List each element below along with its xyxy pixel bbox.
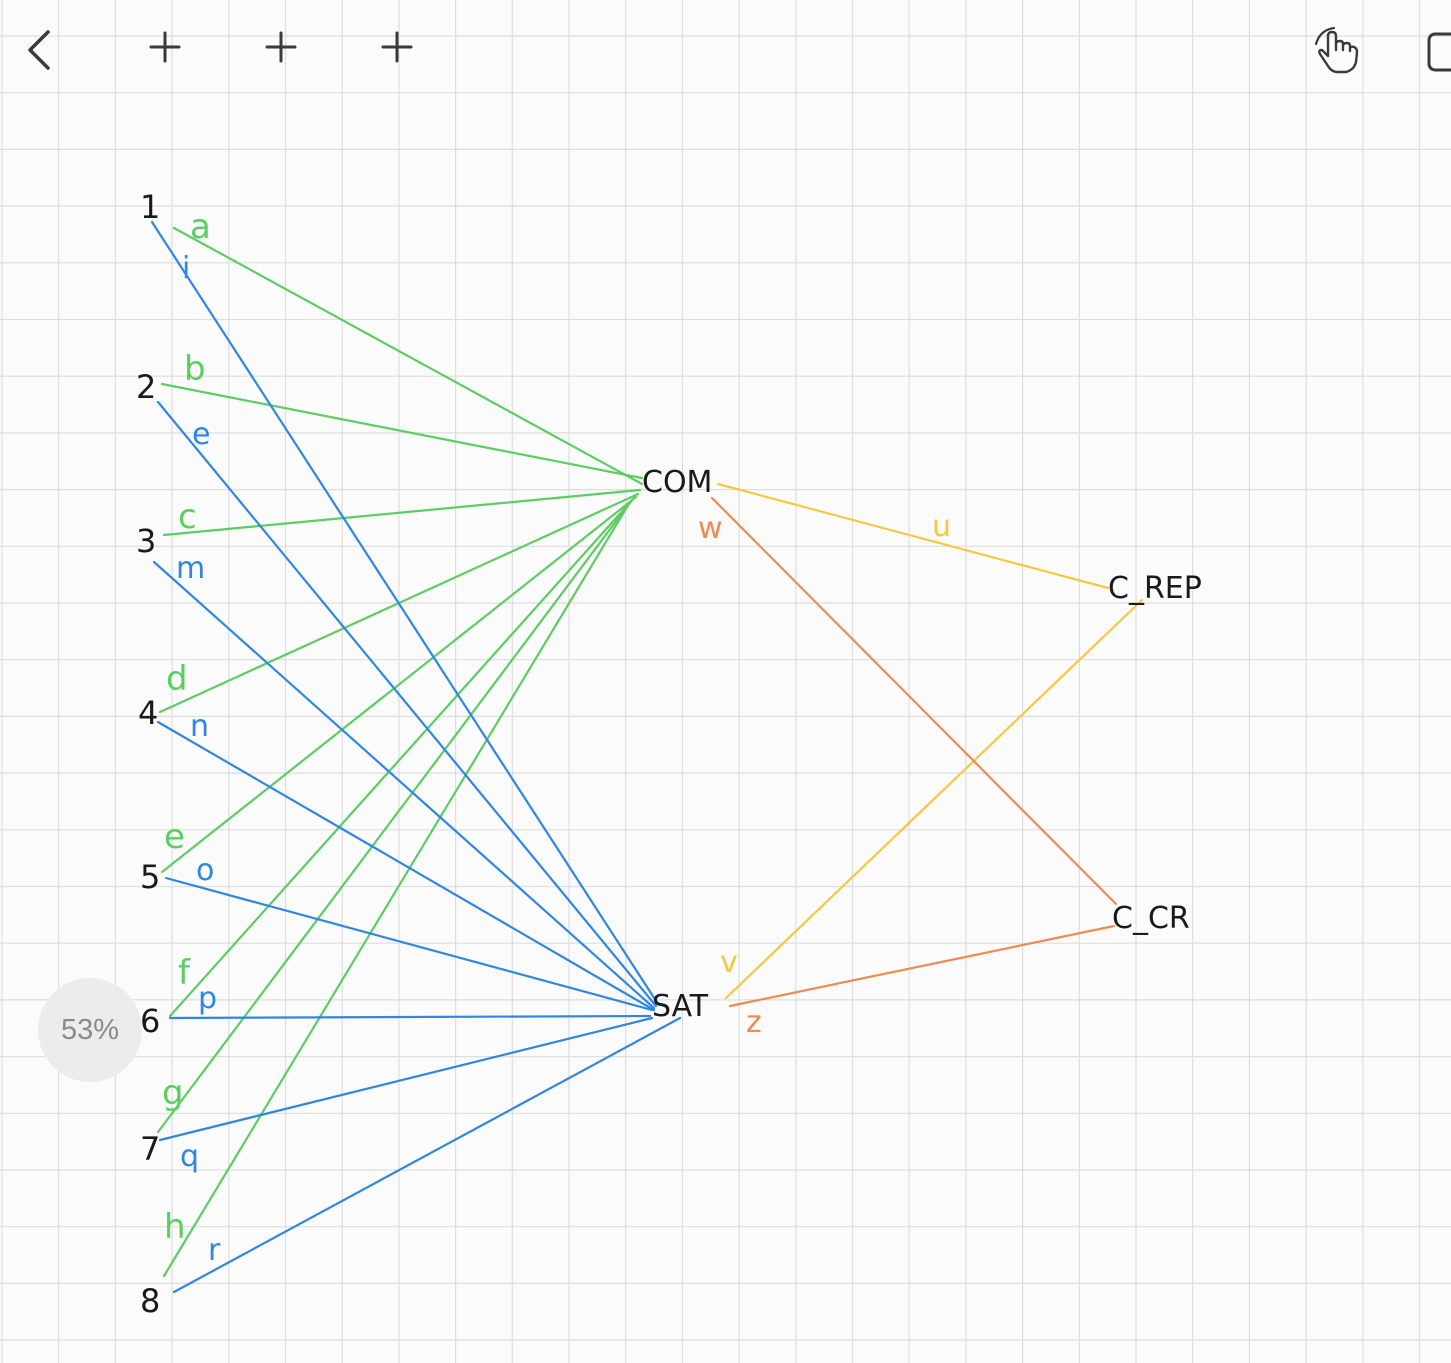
edge-to-sat xyxy=(158,1016,654,1142)
plus-icon[interactable] xyxy=(264,30,298,64)
hand-pointer-icon[interactable] xyxy=(1308,26,1364,76)
chevron-left-icon[interactable] xyxy=(22,26,58,74)
edge-to-com xyxy=(160,495,638,874)
edge-to-com xyxy=(162,488,642,537)
edge-label-orange: z xyxy=(746,1005,762,1040)
input-node-label: 1 xyxy=(140,188,160,226)
edge-label-green: e xyxy=(164,817,185,857)
edge-label-yellow: v xyxy=(720,945,738,980)
plus-icon[interactable] xyxy=(148,30,182,64)
diagram-labels: 1 2 3 4 5 6 7 8 COM SAT C_REP C_CR a b c d e f g h i e m n o p q r u… xyxy=(136,188,1202,1320)
hidden-node-label: SAT xyxy=(652,989,709,1024)
input-node-label: 6 xyxy=(140,1002,160,1040)
edge-to-sat xyxy=(156,400,658,1008)
input-node-label: 2 xyxy=(136,368,156,406)
edge-to-com xyxy=(172,226,644,486)
edge-label-green: d xyxy=(166,659,188,699)
edge-to-sat xyxy=(150,220,660,1006)
edge-to-sat xyxy=(168,1014,652,1020)
edge-label-green: c xyxy=(178,497,197,537)
edge-label-green: f xyxy=(178,953,191,993)
diagram-edges xyxy=(150,220,1144,1294)
edge-to-sat xyxy=(156,720,656,1012)
input-node-label: 5 xyxy=(140,858,160,896)
edge-label-yellow: u xyxy=(932,509,951,544)
edge-to-com xyxy=(168,496,636,1018)
input-node-label: 8 xyxy=(140,1282,160,1320)
edge-label-blue: o xyxy=(196,853,214,888)
edge-label-green: b xyxy=(184,349,206,389)
edge-sat-c-rep xyxy=(724,598,1144,1000)
edge-label-green: g xyxy=(162,1073,184,1113)
edge-label-blue: m xyxy=(176,551,205,586)
edge-label-green: h xyxy=(164,1207,186,1247)
input-node-label: 4 xyxy=(138,694,158,732)
output-node-label: C_CR xyxy=(1112,901,1190,936)
plus-icon[interactable] xyxy=(380,30,414,64)
edge-to-com xyxy=(162,500,632,1278)
input-node-label: 3 xyxy=(136,522,156,560)
edge-label-orange: w xyxy=(698,511,723,546)
edge-label-blue: e xyxy=(192,417,210,452)
edge-label-blue: q xyxy=(180,1139,199,1174)
edge-to-sat xyxy=(164,876,654,1012)
output-node-label: C_REP xyxy=(1108,571,1202,606)
edge-label-blue: r xyxy=(208,1233,221,1268)
edge-to-com xyxy=(156,498,634,1134)
edge-label-green: a xyxy=(190,207,211,247)
input-node-label: 7 xyxy=(140,1130,160,1168)
edge-label-blue: n xyxy=(190,709,209,744)
edge-to-com xyxy=(160,382,644,480)
edge-label-blue: p xyxy=(198,981,217,1016)
edge-to-sat xyxy=(172,1016,682,1294)
zoom-level-badge[interactable]: 53% xyxy=(38,978,142,1082)
edge-com-c-rep xyxy=(716,482,1110,590)
edge-sat-c-cr xyxy=(728,924,1116,1008)
square-icon[interactable] xyxy=(1424,30,1451,74)
edge-label-blue: i xyxy=(182,251,190,286)
edge-com-c-cr xyxy=(710,496,1118,906)
edge-to-sat xyxy=(152,560,656,1010)
hidden-node-label: COM xyxy=(642,465,712,500)
